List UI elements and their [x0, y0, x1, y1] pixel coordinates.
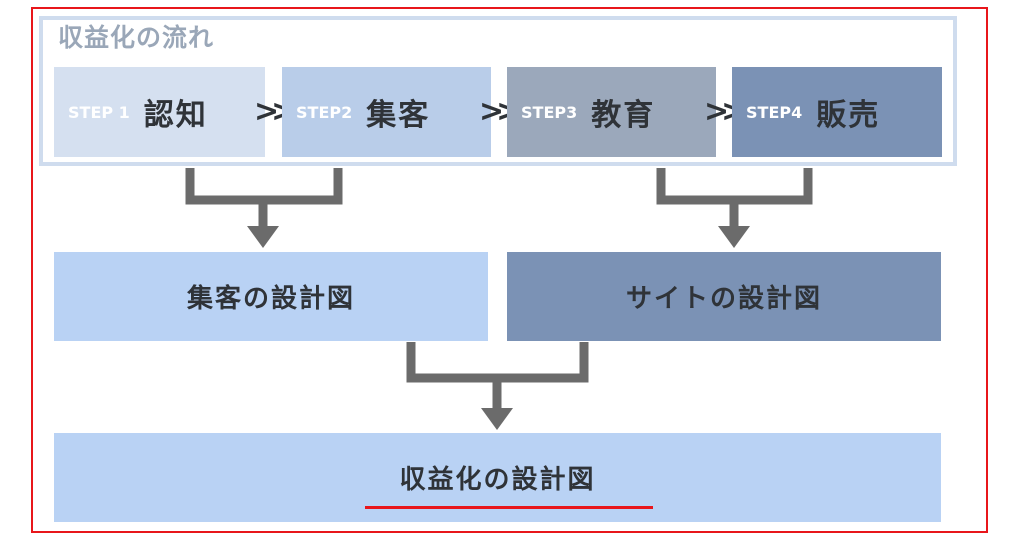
- step-number: STEP4: [746, 102, 803, 122]
- red-underline: [365, 506, 653, 509]
- site-blueprint-block: サイトの設計図: [507, 252, 941, 341]
- outer-frame: [31, 7, 988, 533]
- collect-blueprint-block: 集客の設計図: [54, 252, 488, 341]
- step-number: STEP3: [521, 102, 578, 122]
- step-acquisition: STEP2 集客: [282, 67, 491, 157]
- step-label: 認知: [143, 98, 208, 133]
- step-label: 教育: [591, 98, 656, 133]
- step-number: STEP2: [296, 102, 353, 122]
- step-education: STEP3 教育: [507, 67, 716, 157]
- step-sales: STEP4 販売: [732, 67, 942, 157]
- step-number: STEP 1: [68, 102, 130, 122]
- step-label: 販売: [816, 98, 881, 133]
- step-label: 集客: [366, 98, 431, 133]
- step-awareness: STEP 1 認知: [54, 67, 265, 157]
- flow-title: 収益化の流れ: [58, 23, 215, 52]
